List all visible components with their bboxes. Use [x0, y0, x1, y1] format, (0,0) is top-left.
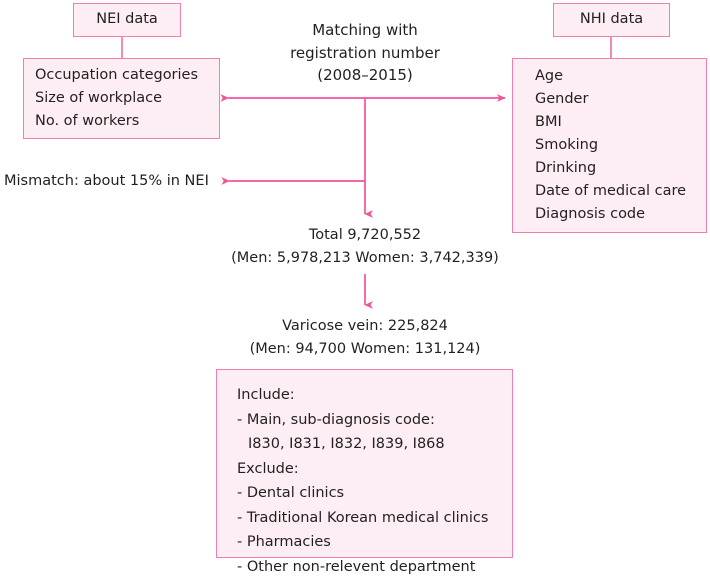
varicose-vein-label: Varicose vein: 225,824 (Men: 94,700 Wome…	[205, 315, 525, 361]
nei-data-box: NEI data	[73, 3, 181, 37]
nhi-detail-line-4: Smoking	[535, 134, 706, 157]
total-label-line-2: (Men: 5,978,213 Women: 3,742,339)	[205, 247, 525, 270]
nhi-detail-line-3: BMI	[535, 111, 706, 134]
matching-label-line-2: registration number	[285, 42, 445, 65]
matching-label-line-3: (2008–2015)	[285, 64, 445, 87]
varicose-label-line-1: Varicose vein: 225,824	[205, 315, 525, 338]
nhi-data-box: NHI data	[553, 3, 670, 37]
nei-detail-line-1: Occupation categories	[35, 64, 219, 87]
nei-detail-box: Occupation categories Size of workplace …	[23, 58, 220, 139]
criteria-line-4: Exclude:	[237, 457, 512, 482]
criteria-line-5: - Dental clinics	[237, 481, 512, 506]
nhi-detail-line-5: Drinking	[535, 157, 706, 180]
inclusion-exclusion-criteria-box: Include: - Main, sub-diagnosis code: I83…	[216, 369, 513, 558]
nhi-detail-line-7: Diagnosis code	[535, 203, 706, 226]
flowchart-canvas: NEI data NHI data Occupation categories …	[0, 0, 710, 565]
nhi-detail-line-2: Gender	[535, 88, 706, 111]
criteria-line-1: Include:	[237, 383, 512, 408]
nhi-detail-box: Age Gender BMI Smoking Drinking Date of …	[512, 58, 707, 233]
mismatch-label: Mismatch: about 15% in NEI	[4, 170, 209, 193]
criteria-line-7: - Pharmacies	[237, 530, 512, 555]
criteria-line-2: - Main, sub-diagnosis code:	[237, 408, 512, 433]
nei-detail-line-3: No. of workers	[35, 110, 219, 133]
criteria-line-6: - Traditional Korean medical clinics	[237, 506, 512, 531]
nei-detail-line-2: Size of workplace	[35, 87, 219, 110]
criteria-line-3: I830, I831, I832, I839, I868	[237, 432, 512, 457]
nei-data-label: NEI data	[96, 9, 158, 31]
total-label: Total 9,720,552 (Men: 5,978,213 Women: 3…	[205, 224, 525, 270]
nhi-detail-line-1: Age	[535, 65, 706, 88]
matching-label: Matching with registration number (2008–…	[285, 19, 445, 87]
nhi-data-label: NHI data	[580, 9, 643, 31]
varicose-label-line-2: (Men: 94,700 Women: 131,124)	[205, 338, 525, 361]
criteria-line-8: - Other non-relevent department	[237, 555, 512, 579]
total-label-line-1: Total 9,720,552	[205, 224, 525, 247]
matching-label-line-1: Matching with	[285, 19, 445, 42]
nhi-detail-line-6: Date of medical care	[535, 180, 706, 203]
